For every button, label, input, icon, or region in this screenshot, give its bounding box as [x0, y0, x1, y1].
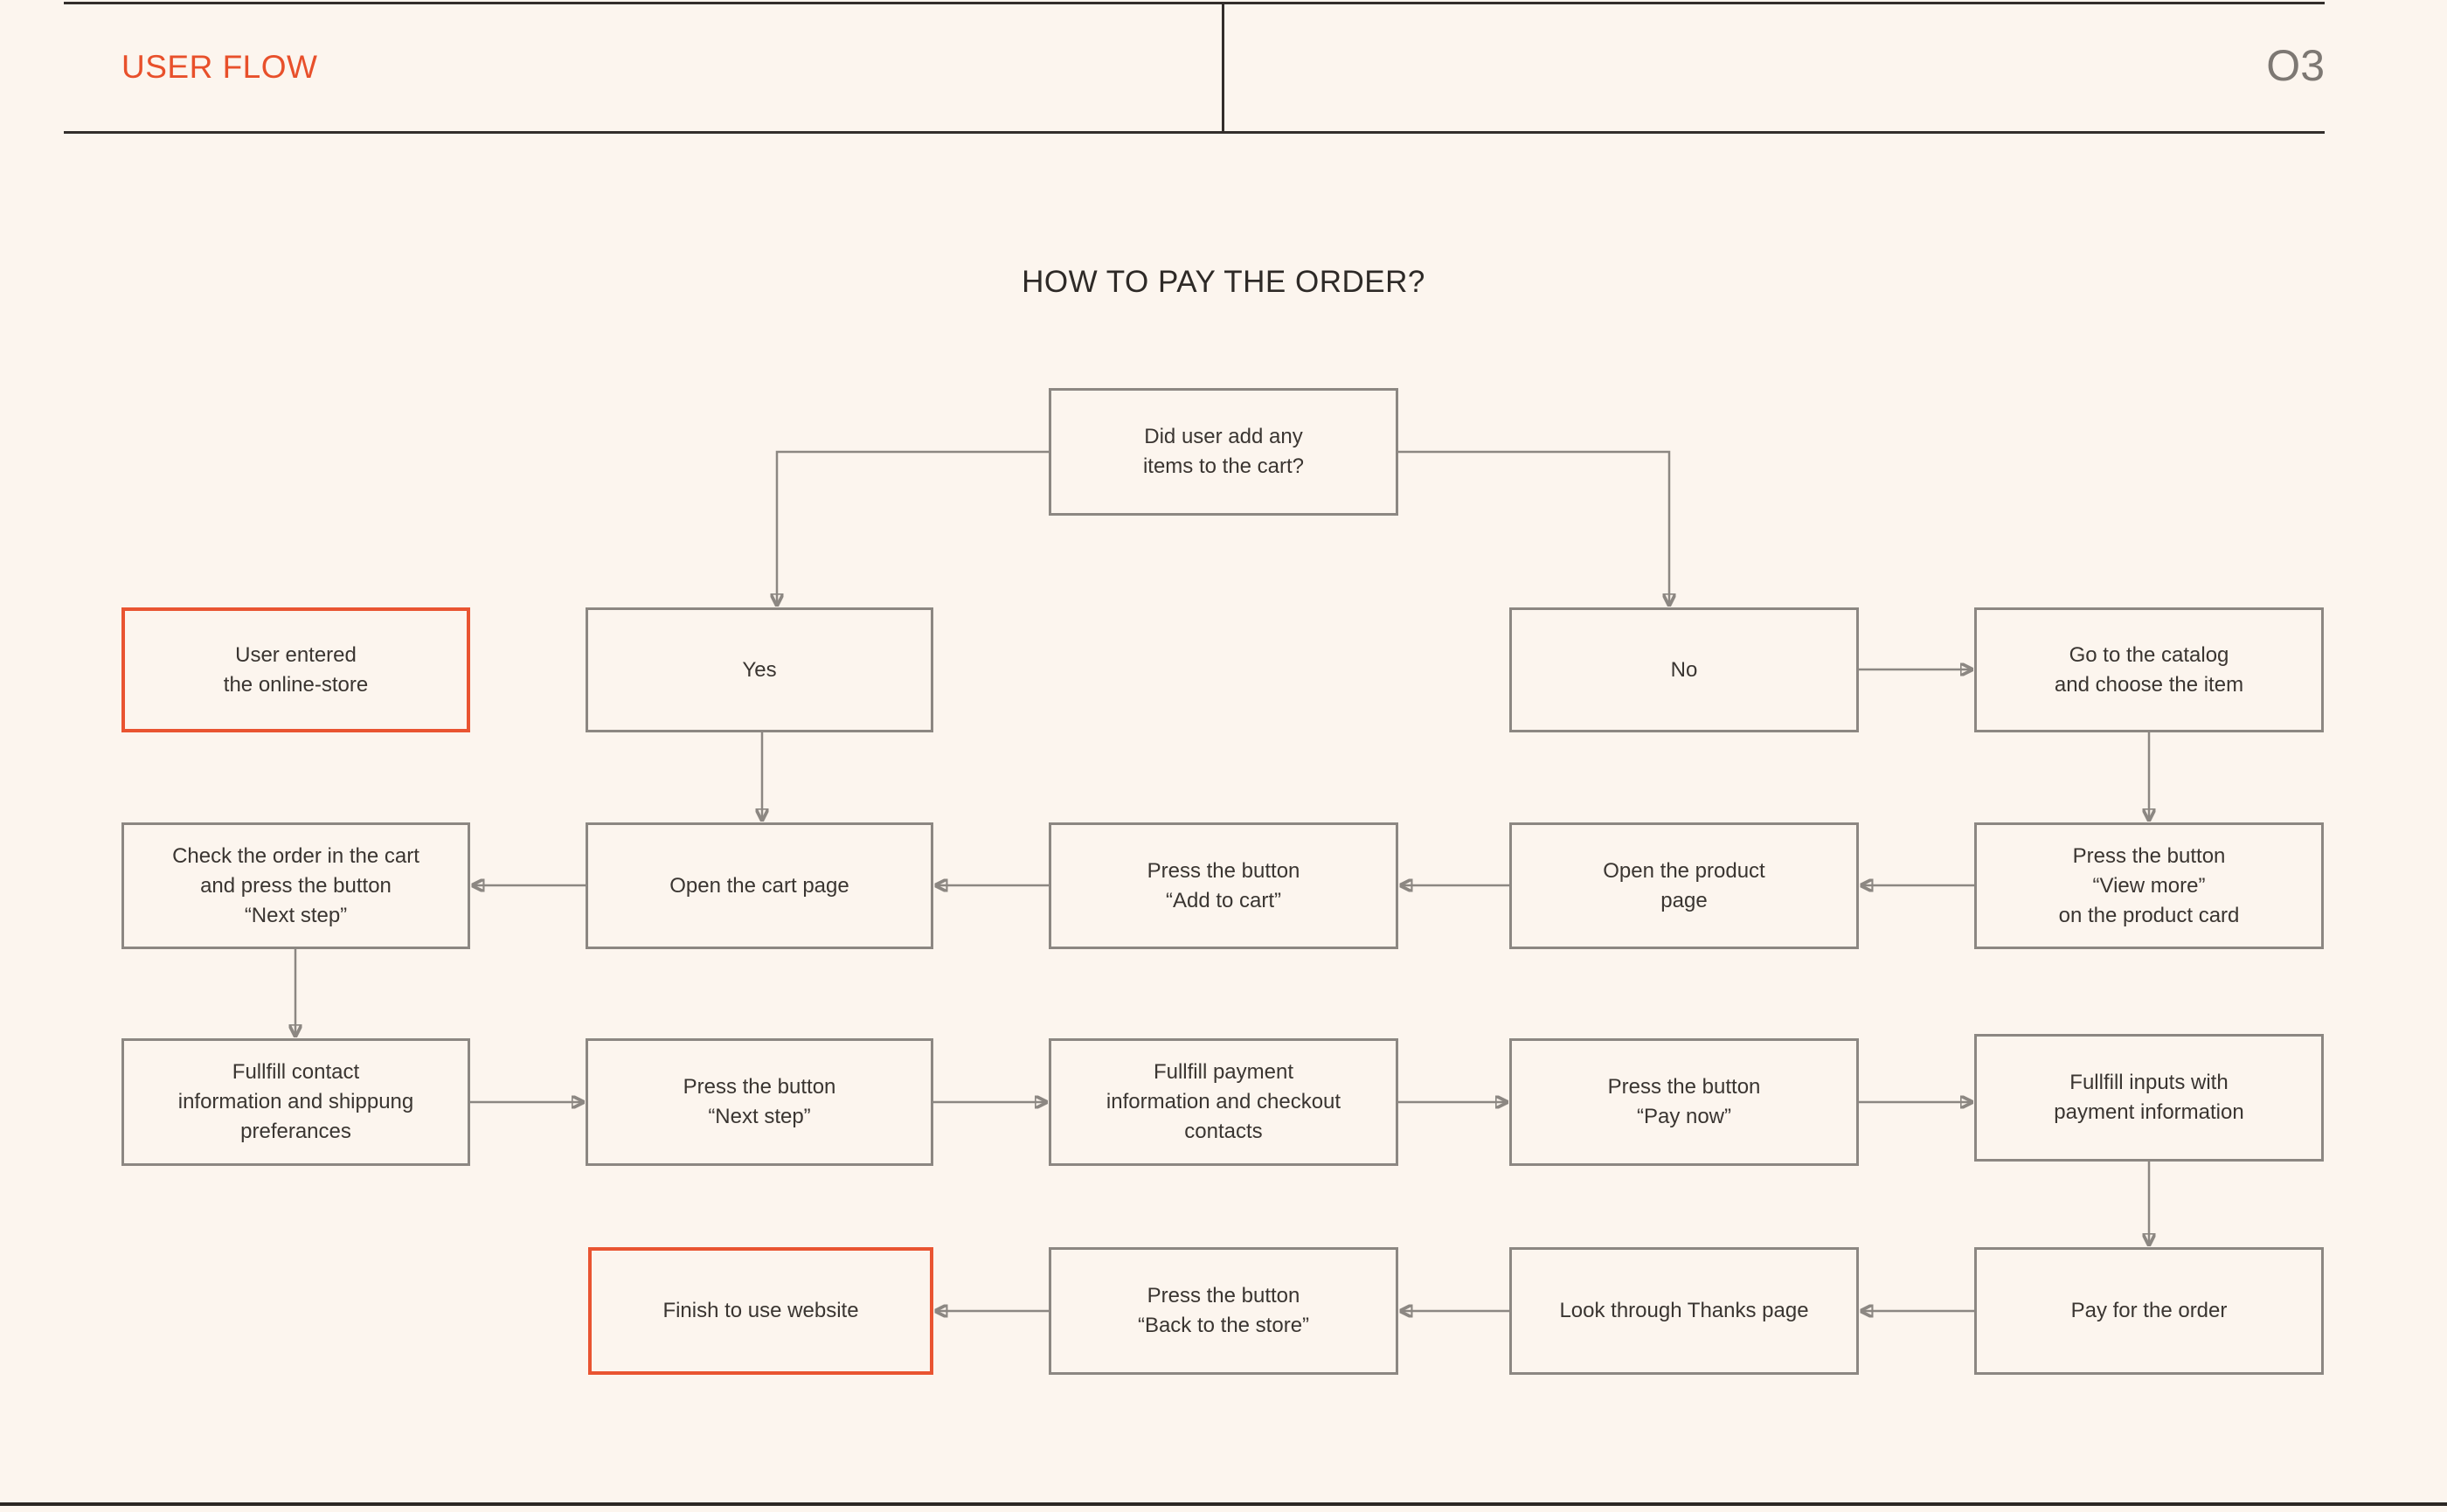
flow-node-view-more: Press the button “View more” on the prod… [1974, 822, 2324, 949]
flow-node-open-cart-page: Open the cart page [586, 822, 933, 949]
flow-node-thanks-page: Look through Thanks page [1509, 1247, 1859, 1375]
flow-node-fullfill-contact: Fullfill contact information and shippun… [121, 1038, 470, 1166]
edge-question-to-yes [777, 450, 1049, 606]
flow-node-no: No [1509, 607, 1859, 732]
header-top-rule [64, 2, 2325, 4]
header-label: USER FLOW [121, 49, 318, 85]
flow-node-back-to-store: Press the button “Back to the store” [1049, 1247, 1398, 1375]
flow-node-user-entered-store: User entered the online-store [121, 607, 470, 732]
page-bottom-rule [0, 1502, 2447, 1506]
flow-node-add-to-cart: Press the button “Add to cart” [1049, 822, 1398, 949]
flow-node-finish: Finish to use website [588, 1247, 933, 1375]
header-bottom-rule [64, 131, 2325, 134]
header-vertical-divider [1222, 2, 1224, 134]
flow-node-pay-for-order: Pay for the order [1974, 1247, 2324, 1375]
flow-node-fullfill-inputs: Fullfill inputs with payment information [1974, 1034, 2324, 1162]
edge-question-to-no [1398, 450, 1669, 606]
flow-node-did-user-add-items: Did user add any items to the cart? [1049, 388, 1398, 516]
flow-node-check-order: Check the order in the cart and press th… [121, 822, 470, 949]
flow-node-yes: Yes [586, 607, 933, 732]
page-number: O3 [2266, 41, 2325, 90]
diagram-title: HOW TO PAY THE ORDER? [1022, 265, 1425, 299]
flow-node-fullfill-payment: Fullfill payment information and checkou… [1049, 1038, 1398, 1166]
flow-node-go-to-catalog: Go to the catalog and choose the item [1974, 607, 2324, 732]
flow-node-open-product-page: Open the product page [1509, 822, 1859, 949]
flow-node-next-step: Press the button “Next step” [586, 1038, 933, 1166]
flow-node-pay-now: Press the button “Pay now” [1509, 1038, 1859, 1166]
